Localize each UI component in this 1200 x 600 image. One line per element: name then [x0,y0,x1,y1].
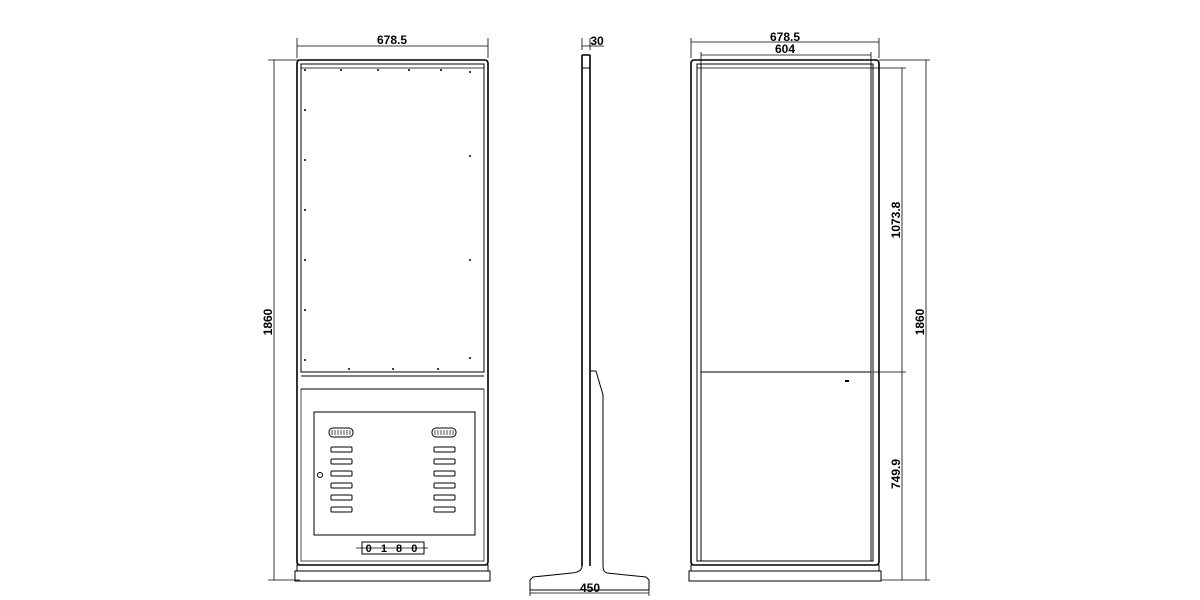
side-base [529,565,650,591]
front-width-dimension: 678.5 [296,33,489,58]
front-view: 678.5 1860 [261,33,491,582]
back-outer-frame [690,59,880,566]
front-height-dimension: 1860 [261,59,300,581]
side-base-dimension: 450 [529,581,650,596]
right-vent-slots [433,446,456,513]
back-base-top [690,564,880,572]
front-screw-dots [304,69,471,370]
side-rear-body [590,370,604,566]
back-lower-height-dimension: 749.9 [881,372,930,581]
back-lower-height-label: 749.9 [889,459,903,489]
right-speaker-grille [431,427,457,438]
control-panel: 0 1 8 0 [356,541,428,555]
side-view: 30 450 [529,34,650,596]
door-lock-icon [317,472,323,478]
back-upper-height-label: 1073.8 [889,201,903,238]
back-width-dimension: 678.5 [690,30,880,58]
left-vent-slots [330,446,353,513]
side-base-label: 450 [580,581,600,595]
front-outer-frame [296,59,489,566]
front-screen [300,63,485,373]
side-depth-label: 30 [590,34,604,48]
front-access-door [313,411,476,536]
back-view: 678.5 604 1073.8 749.9 [688,30,930,582]
back-inner-width-label: 604 [775,42,795,56]
back-width-label: 678.5 [770,30,800,44]
back-inner-width-dimension: 604 [700,42,872,64]
back-marker [845,380,849,382]
back-total-height-label: 1860 [913,308,927,335]
front-width-label: 678.5 [377,33,407,47]
side-panel [581,54,591,566]
control-panel-display: 0 1 8 0 [366,543,421,555]
front-base [294,570,491,582]
side-depth-dimension: 30 [581,34,604,50]
back-total-height-dimension: 1860 [879,59,930,580]
back-upper-height-dimension: 1073.8 [873,67,906,373]
back-inner-frame [696,63,874,562]
front-height-label: 1860 [261,308,275,335]
left-speaker-grille [328,427,354,438]
front-base-top [296,564,489,572]
back-base [688,570,882,582]
